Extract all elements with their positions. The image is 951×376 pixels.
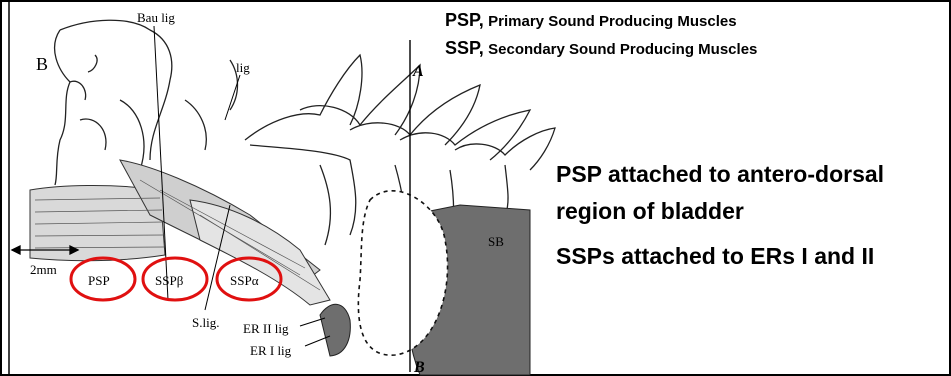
legend-psp-desc: Primary Sound Producing Muscles bbox=[488, 13, 736, 30]
psp-label: PSP bbox=[88, 273, 110, 288]
s-lig-label: S.lig. bbox=[192, 315, 219, 330]
legend-ssp-abbr: SSP, bbox=[445, 38, 484, 58]
scale-label: 2mm bbox=[30, 262, 57, 277]
skull-drawing bbox=[55, 20, 172, 185]
legend-ssp: SSP, Secondary Sound Producing Muscles bbox=[445, 38, 757, 59]
note-psp-attachment: PSP attached to antero-dorsal region of … bbox=[556, 156, 936, 230]
legend-ssp-desc: Secondary Sound Producing Muscles bbox=[488, 41, 757, 58]
er1-lig-label: ER I lig bbox=[250, 343, 292, 358]
er2-lig-label: ER II lig bbox=[243, 321, 289, 336]
legend-psp-abbr: PSP, bbox=[445, 10, 484, 30]
legend-psp: PSP, Primary Sound Producing Muscles bbox=[445, 10, 737, 31]
sb-label: SB bbox=[488, 234, 504, 249]
axis-b-label: B bbox=[413, 359, 425, 376]
ssp-beta-label: SSPβ bbox=[155, 273, 184, 288]
lig-leader bbox=[225, 75, 240, 120]
axis-a-label: A bbox=[412, 63, 424, 80]
bau-lig-label: Bau lig bbox=[137, 10, 175, 25]
note-ssp-attachment: SSPs attached to ERs I and II bbox=[556, 238, 926, 275]
panel-label: B bbox=[36, 54, 48, 74]
lig-label: lig bbox=[236, 60, 250, 75]
ssp-alpha-label: SSPα bbox=[230, 273, 259, 288]
swim-bladder bbox=[320, 191, 530, 375]
